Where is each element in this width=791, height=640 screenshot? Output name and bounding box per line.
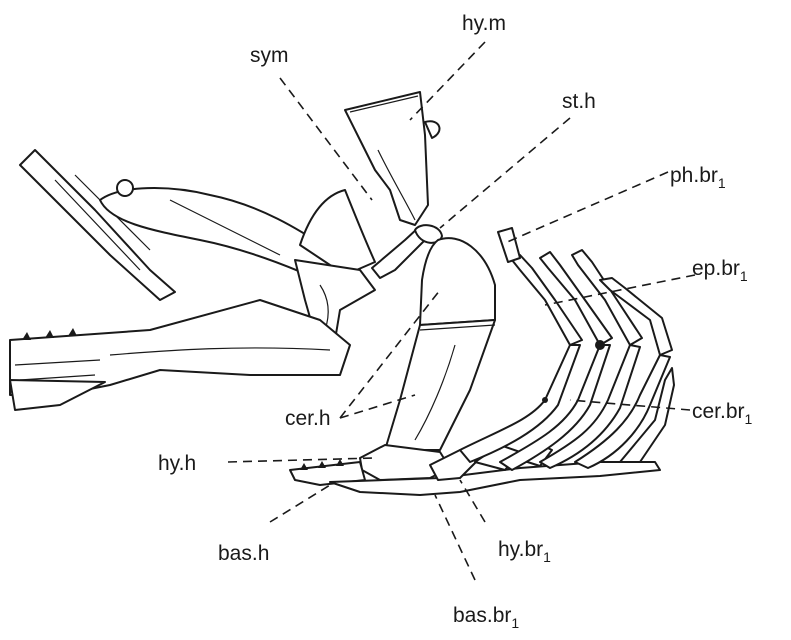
label-sym: sym bbox=[250, 44, 289, 67]
label-hy-m: hy.m bbox=[462, 12, 506, 35]
label-bas-h: bas.h bbox=[218, 542, 269, 565]
label-st-h: st.h bbox=[562, 90, 596, 113]
label-bas-br: bas.br1 bbox=[453, 604, 519, 631]
label-hy-br: hy.br1 bbox=[498, 538, 551, 565]
epihyal bbox=[420, 238, 495, 325]
hyomandibular bbox=[345, 92, 439, 225]
label-hy-h: hy.h bbox=[158, 452, 196, 475]
label-ph-br: ph.br1 bbox=[670, 164, 726, 191]
gill-arches bbox=[460, 228, 674, 470]
lower-jaw bbox=[10, 300, 350, 410]
suspensorium bbox=[20, 150, 375, 340]
ceratohyal bbox=[385, 320, 495, 450]
label-cer-h: cer.h bbox=[285, 407, 331, 430]
label-cer-br: cer.br1 bbox=[692, 400, 753, 427]
label-ep-br: ep.br1 bbox=[692, 257, 748, 284]
